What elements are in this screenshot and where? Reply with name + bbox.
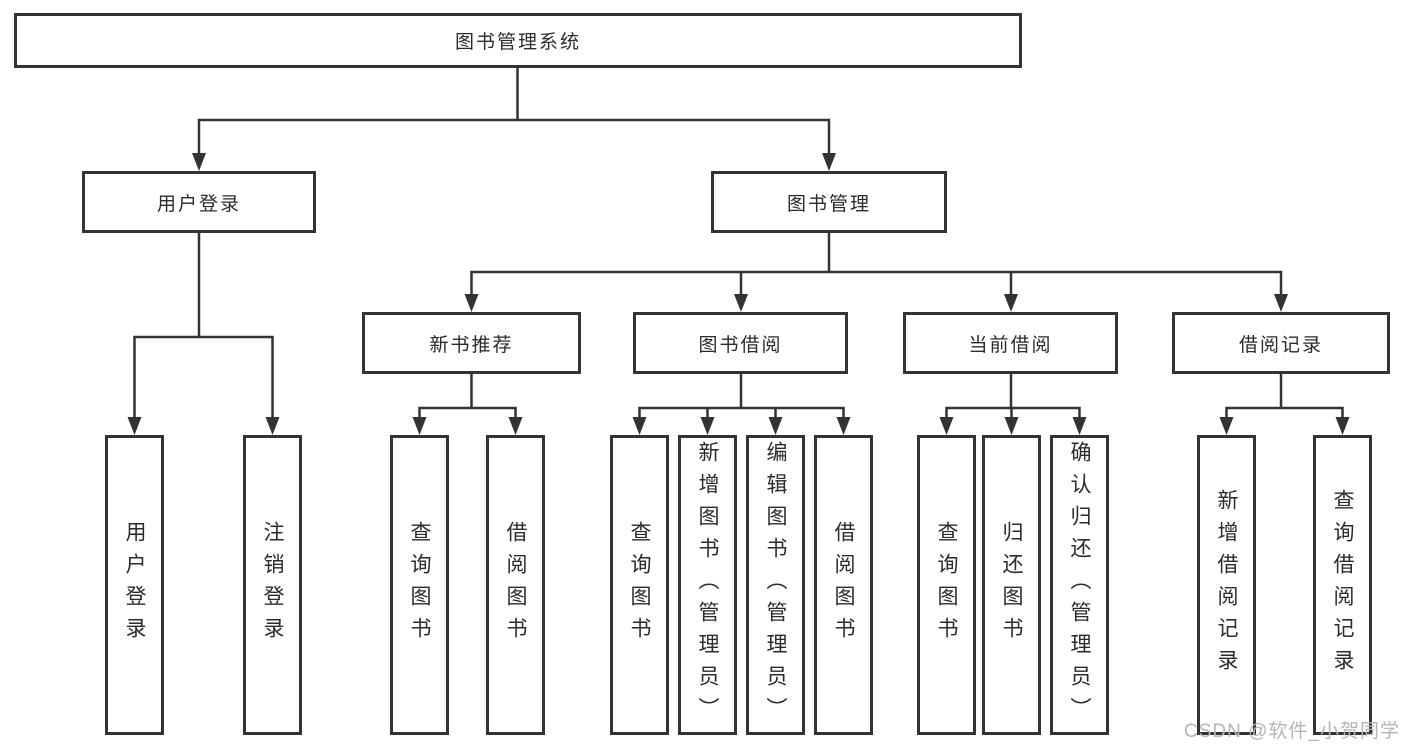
leaf-current-query-books-label: 查询图书 <box>935 521 958 649</box>
node-user-login: 用户登录 <box>82 171 316 233</box>
node-user-login-label: 用户登录 <box>156 193 241 215</box>
leaf-newbook-query-books-label: 查询图书 <box>408 521 431 649</box>
leaf-borrow-borrow-books-label: 借阅图书 <box>832 521 855 649</box>
leaf-borrow-query-books: 查询图书 <box>610 435 669 735</box>
leaf-records-query-record-label: 查询借阅记录 <box>1331 489 1354 681</box>
node-borrow-records: 借阅记录 <box>1172 312 1390 374</box>
node-current-borrow-label: 当前借阅 <box>968 334 1053 356</box>
leaf-current-confirm-return-admin: 确认归还（管理员） <box>1050 435 1109 735</box>
node-book-borrow-label: 图书借阅 <box>698 334 783 356</box>
csdn-watermark: CSDN @软件_小贺同学 <box>1184 721 1400 742</box>
node-book-management-label: 图书管理 <box>786 193 871 215</box>
node-new-book-recommend-label: 新书推荐 <box>429 334 514 356</box>
leaf-newbook-query-books: 查询图书 <box>390 435 449 735</box>
leaf-records-add-record-label: 新增借阅记录 <box>1215 489 1238 681</box>
node-new-book-recommend: 新书推荐 <box>362 312 581 374</box>
leaf-records-add-record: 新增借阅记录 <box>1197 435 1256 735</box>
arrowheads <box>127 153 1350 435</box>
leaf-current-query-books: 查询图书 <box>917 435 976 735</box>
node-book-management: 图书管理 <box>711 171 947 233</box>
leaf-logout: 注销登录 <box>243 435 302 735</box>
leaf-current-return-books: 归还图书 <box>982 435 1041 735</box>
leaf-current-confirm-return-admin-label: 确认归还（管理员） <box>1068 441 1091 729</box>
leaf-user-login-label: 用户登录 <box>123 521 146 649</box>
leaf-newbook-borrow-books: 借阅图书 <box>486 435 545 735</box>
leaf-records-query-record: 查询借阅记录 <box>1313 435 1372 735</box>
leaf-logout-label: 注销登录 <box>261 521 284 649</box>
leaf-borrow-add-books-admin: 新增图书（管理员） <box>678 435 737 735</box>
leaf-newbook-borrow-books-label: 借阅图书 <box>504 521 527 649</box>
node-library-system-label: 图书管理系统 <box>454 32 581 53</box>
node-library-system: 图书管理系统 <box>14 13 1022 68</box>
leaf-borrow-borrow-books: 借阅图书 <box>814 435 873 735</box>
leaf-borrow-edit-books-admin-label: 编辑图书（管理员） <box>764 441 787 729</box>
leaf-current-return-books-label: 归还图书 <box>1000 521 1023 649</box>
node-current-borrow: 当前借阅 <box>903 312 1118 374</box>
leaf-borrow-edit-books-admin: 编辑图书（管理员） <box>746 435 805 735</box>
node-borrow-records-label: 借阅记录 <box>1238 334 1323 356</box>
leaf-borrow-add-books-admin-label: 新增图书（管理员） <box>696 441 719 729</box>
leaf-borrow-query-books-label: 查询图书 <box>628 521 651 649</box>
leaf-user-login: 用户登录 <box>105 435 164 735</box>
node-book-borrow: 图书借阅 <box>633 312 848 374</box>
